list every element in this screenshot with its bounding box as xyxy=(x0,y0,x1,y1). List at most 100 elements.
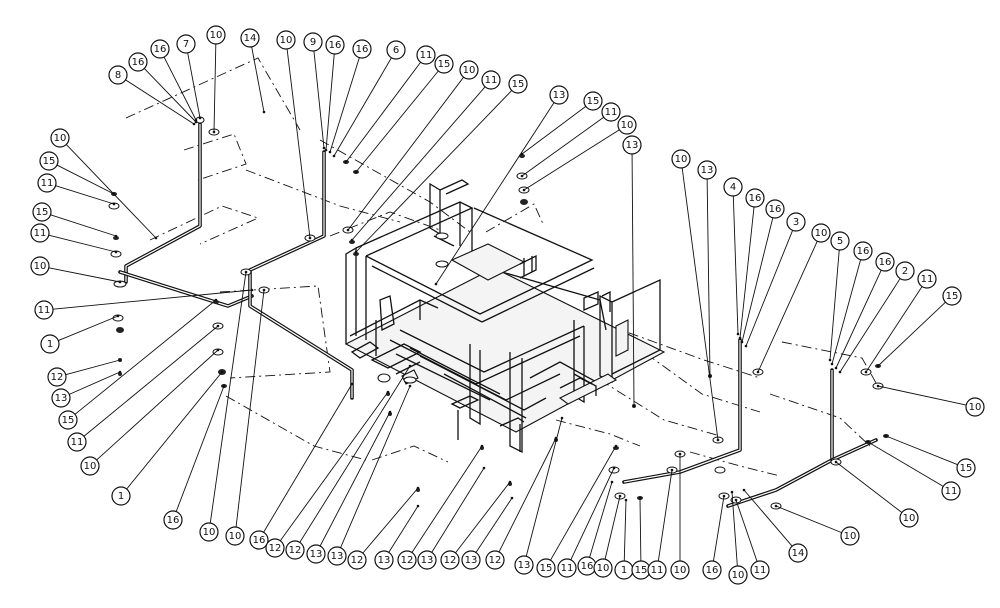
callout-leader xyxy=(865,286,923,373)
callout-leader xyxy=(775,505,842,534)
callout-number: 7 xyxy=(183,39,189,50)
callout-leader xyxy=(279,391,389,541)
callout-number: 12 xyxy=(351,555,364,566)
leader-endpoint xyxy=(118,358,122,362)
callout-number: 10 xyxy=(463,65,476,76)
callout-number: 5 xyxy=(837,236,843,247)
leader-endpoint xyxy=(386,390,390,394)
callout-number: 13 xyxy=(465,555,478,566)
callout-leader xyxy=(623,499,627,562)
callout-leader xyxy=(286,48,311,239)
callout-number: 10 xyxy=(54,133,67,144)
callout-leader xyxy=(631,153,635,407)
callout-circle xyxy=(671,149,691,169)
callout-c05: 8 xyxy=(108,65,196,126)
leader-endpoint xyxy=(560,416,564,420)
callout-number: 10 xyxy=(675,154,688,165)
leader-endpoint xyxy=(834,366,838,370)
callout-c76: 5 xyxy=(828,231,850,362)
leader-endpoint xyxy=(830,362,834,366)
leader-endpoint xyxy=(250,288,254,292)
callout-c41: 12 xyxy=(285,364,412,560)
callout-leader xyxy=(299,365,411,543)
callout-circle xyxy=(765,199,785,219)
callout-leader xyxy=(263,383,353,533)
callout-number: 12 xyxy=(401,555,414,566)
callout-c19: 11 xyxy=(520,102,621,178)
leader-endpoint xyxy=(834,460,838,464)
callout-circle xyxy=(108,65,128,85)
callout-leader xyxy=(340,385,411,548)
callout-number: 13 xyxy=(310,549,323,560)
callout-c01: 7 xyxy=(176,34,202,120)
callout-leader xyxy=(411,445,483,553)
callout-c23: 15 xyxy=(39,151,116,196)
callout-c40: 12 xyxy=(265,390,390,558)
callout-circle xyxy=(617,115,637,135)
callout-leader xyxy=(885,435,958,466)
callout-c42: 13 xyxy=(306,410,392,564)
callout-leader xyxy=(829,249,840,361)
callout-c04: 16 xyxy=(128,52,198,124)
callout-circle xyxy=(583,91,603,111)
callout-c58: 11 xyxy=(647,468,674,580)
callout-leader xyxy=(831,259,862,365)
callout-circle xyxy=(702,560,722,580)
callout-c09: 16 xyxy=(324,35,345,152)
callout-number: 11 xyxy=(41,178,54,189)
callout-number: 10 xyxy=(280,35,293,46)
callout-number: 14 xyxy=(244,33,257,44)
callout-circle xyxy=(276,30,296,50)
callout-circle xyxy=(670,560,690,580)
callout-c17: 13 xyxy=(434,85,569,286)
callout-circle xyxy=(622,135,642,155)
callout-c79: 2 xyxy=(838,261,915,374)
leader-endpoint xyxy=(216,324,220,328)
callout-number: 12 xyxy=(489,555,502,566)
leader-endpoint xyxy=(738,336,742,340)
callout-number: 16 xyxy=(253,535,266,546)
callout-number: 2 xyxy=(902,266,908,277)
leader-endpoint xyxy=(742,488,746,492)
callout-number: 11 xyxy=(561,563,574,574)
callout-circle xyxy=(840,526,860,546)
callout-c12: 11 xyxy=(344,45,436,164)
callout-leader xyxy=(877,301,946,367)
callout-number: 11 xyxy=(754,565,767,576)
callout-number: 15 xyxy=(62,415,75,426)
callout-circle xyxy=(601,102,621,122)
callout-leader xyxy=(877,385,967,406)
callout-number: 11 xyxy=(605,107,618,118)
callout-leader xyxy=(550,445,617,561)
callout-number: 12 xyxy=(51,372,64,383)
callout-leader xyxy=(329,57,360,153)
callout-circle xyxy=(50,128,70,148)
callout-leader xyxy=(355,90,513,253)
callout-circle xyxy=(788,543,808,563)
callout-circle xyxy=(647,560,667,580)
callout-c70: 13 xyxy=(697,160,717,378)
callout-leader xyxy=(521,116,604,177)
callout-c60: 16 xyxy=(702,494,726,580)
callout-c62: 11 xyxy=(734,498,770,580)
callout-circle xyxy=(303,32,323,52)
callout-c67: 15 xyxy=(884,434,976,478)
callout-leader xyxy=(455,481,511,554)
callout-c25: 15 xyxy=(32,202,118,238)
leader-endpoint xyxy=(434,282,438,286)
callout-c54: 16 xyxy=(577,480,614,576)
callout-c34: 10 xyxy=(80,348,220,476)
callout-circle xyxy=(830,231,850,251)
callout-number: 11 xyxy=(38,305,51,316)
callout-leader xyxy=(681,167,719,441)
leader-endpoint xyxy=(756,370,760,374)
leader-endpoint xyxy=(876,364,880,368)
leader-endpoint xyxy=(740,340,744,344)
callout-number: 4 xyxy=(730,182,736,193)
callout-circle xyxy=(750,560,770,580)
leader-endpoint xyxy=(214,298,218,302)
callout-circle xyxy=(956,458,976,478)
callout-leader xyxy=(251,46,265,113)
callout-number: 15 xyxy=(540,563,553,574)
